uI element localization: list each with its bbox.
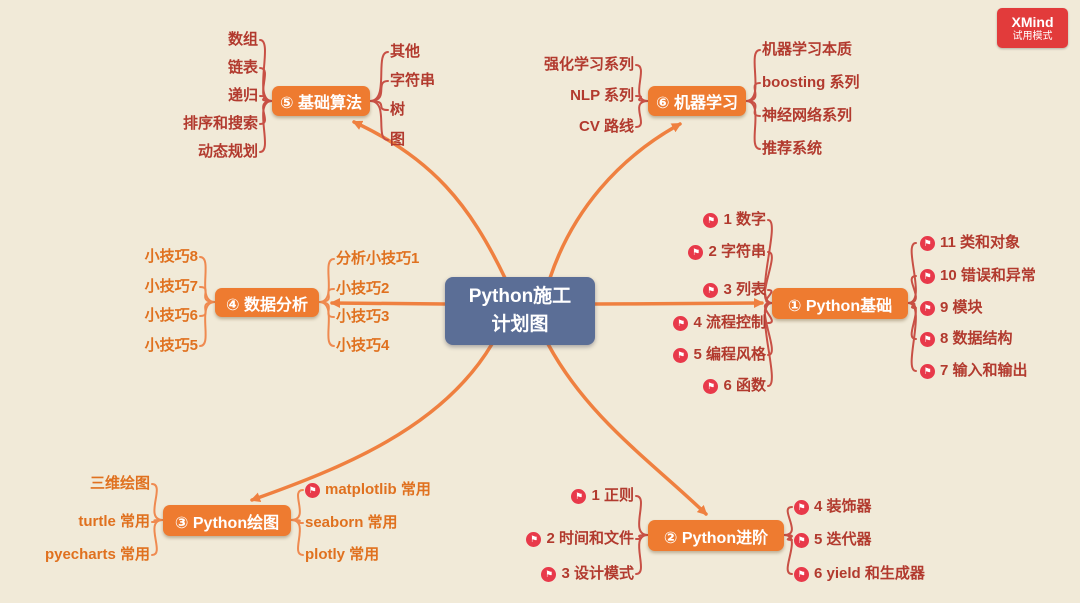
- flag-icon: ⚑: [703, 212, 719, 228]
- flag-icon: ⚑: [541, 566, 557, 582]
- subtopic[interactable]: ⚑ 5 编程风格: [673, 345, 766, 365]
- subtopic-label: 2 时间和文件: [546, 530, 634, 547]
- subtopic[interactable]: ⚑ 6 yield 和生成器: [794, 564, 925, 584]
- subtopic[interactable]: ⚑ 10 错误和异常: [920, 266, 1036, 286]
- subtopic-label: 3 列表: [723, 281, 766, 298]
- flag-icon: ⚑: [703, 378, 719, 394]
- orange-subtopic-lines: [151, 256, 335, 556]
- subtopic[interactable]: ⚑ 7 输入和输出: [920, 361, 1028, 381]
- flag-icon: ⚑: [920, 363, 935, 379]
- subtopic[interactable]: 递归: [227, 87, 258, 104]
- subtopic[interactable]: 三维绘图: [89, 475, 150, 492]
- subtopic[interactable]: 小技巧2: [336, 280, 390, 297]
- flag-icon: ⚑: [920, 331, 935, 347]
- flag-icon: ⚑: [920, 235, 935, 251]
- topic-python-basics[interactable]: ① Python基础: [772, 288, 908, 319]
- subtopic[interactable]: NLP 系列: [570, 87, 634, 104]
- flag-icon: ⚑: [673, 315, 689, 331]
- subtopic[interactable]: 小技巧5: [144, 337, 198, 354]
- subtopic[interactable]: 强化学习系列: [543, 56, 634, 73]
- subtopic[interactable]: ⚑ 6 函数: [703, 376, 766, 396]
- flag-icon: ⚑: [526, 531, 542, 547]
- flag-icon: ⚑: [920, 268, 935, 284]
- xmind-trial-badge[interactable]: XMind 试用模式: [997, 8, 1068, 48]
- flag-icon: ⚑: [688, 244, 704, 260]
- subtopic[interactable]: seaborn 常用: [305, 514, 398, 531]
- xmind-logo-text: XMind: [1011, 13, 1054, 30]
- main-branch-lines: [250, 120, 764, 516]
- subtopic[interactable]: 小技巧7: [144, 278, 198, 295]
- subtopic[interactable]: ⚑ matplotlib 常用: [305, 480, 431, 500]
- topic-basic-algorithms[interactable]: ⑤ 基础算法: [272, 86, 370, 116]
- subtopic[interactable]: ⚑ 3 设计模式: [541, 564, 634, 584]
- central-topic-line1: Python施工: [468, 286, 572, 308]
- flag-icon: ⚑: [703, 282, 719, 298]
- subtopic[interactable]: turtle 常用: [78, 513, 150, 530]
- subtopic[interactable]: ⚑ 1 数字: [703, 210, 766, 230]
- subtopic[interactable]: 排序和搜索: [182, 115, 258, 132]
- subtopic[interactable]: 链表: [227, 59, 258, 76]
- subtopic[interactable]: 神经网络系列: [762, 107, 853, 124]
- subtopic[interactable]: ⚑ 2 字符串: [688, 242, 766, 262]
- subtopic-label: 5 迭代器: [814, 531, 872, 548]
- flag-icon: ⚑: [305, 482, 320, 498]
- flag-icon: ⚑: [920, 300, 935, 316]
- subtopic-label: 4 流程控制: [693, 314, 766, 331]
- subtopic[interactable]: 其他: [390, 43, 421, 60]
- subtopic[interactable]: 小技巧4: [336, 337, 390, 354]
- subtopic[interactable]: 数组: [227, 31, 258, 48]
- subtopic-label: 10 错误和异常: [940, 267, 1036, 284]
- subtopic[interactable]: ⚑ 4 装饰器: [794, 497, 872, 517]
- subtopic[interactable]: 图: [390, 131, 406, 148]
- subtopic-label: matplotlib 常用: [325, 481, 431, 498]
- trial-mode-label: 试用模式: [1012, 30, 1053, 42]
- subtopic-label: 1 数字: [723, 211, 766, 228]
- central-topic-line2: 计划图: [491, 314, 549, 335]
- subtopic[interactable]: ⚑ 1 正则: [571, 486, 634, 506]
- subtopic[interactable]: ⚑ 5 迭代器: [794, 530, 872, 550]
- subtopic[interactable]: 字符串: [390, 72, 436, 89]
- subtopic[interactable]: 分析小技巧1: [336, 250, 420, 267]
- topic-python-advanced[interactable]: ② Python进阶: [648, 520, 784, 551]
- subtopic-label: 6 yield 和生成器: [814, 565, 925, 582]
- subtopic[interactable]: ⚑ 3 列表: [703, 280, 766, 300]
- topic-data-analysis[interactable]: ④ 数据分析: [215, 288, 319, 317]
- subtopic[interactable]: 小技巧8: [144, 248, 198, 265]
- subtopic[interactable]: 动态规划: [197, 143, 258, 160]
- subtopic[interactable]: 小技巧3: [336, 308, 390, 325]
- subtopic[interactable]: ⚑ 9 模块: [920, 298, 983, 318]
- subtopic[interactable]: 小技巧6: [144, 307, 198, 324]
- subtopic[interactable]: pyecharts 常用: [44, 546, 150, 563]
- subtopic-label: 2 字符串: [708, 243, 766, 260]
- flag-icon: ⚑: [794, 532, 809, 548]
- subtopic-label: 1 正则: [591, 487, 634, 504]
- flag-icon: ⚑: [794, 499, 809, 515]
- topic-machine-learning[interactable]: ⑥ 机器学习: [648, 86, 746, 116]
- subtopic[interactable]: CV 路线: [578, 118, 634, 135]
- subtopic-label: 3 设计模式: [561, 565, 634, 582]
- topic-python-drawing[interactable]: ③ Python绘图: [163, 505, 291, 536]
- flag-icon: ⚑: [794, 566, 809, 582]
- subtopic[interactable]: boosting 系列: [762, 74, 860, 91]
- subtopic-label: 9 模块: [940, 299, 983, 316]
- subtopic[interactable]: 树: [390, 101, 406, 118]
- flag-icon: ⚑: [571, 488, 587, 504]
- subtopic-label: 4 装饰器: [814, 498, 872, 515]
- subtopic[interactable]: 推荐系统: [762, 140, 823, 157]
- subtopic[interactable]: ⚑ 2 时间和文件: [526, 529, 634, 549]
- central-topic[interactable]: Python施工 计划图: [445, 277, 595, 345]
- subtopic[interactable]: 机器学习本质: [762, 41, 853, 58]
- subtopic[interactable]: ⚑ 11 类和对象: [920, 233, 1020, 253]
- subtopic[interactable]: ⚑ 4 流程控制: [673, 313, 766, 333]
- subtopic-label: 5 编程风格: [693, 346, 766, 363]
- subtopic-label: 11 类和对象: [940, 234, 1021, 251]
- subtopic-label: 8 数据结构: [940, 330, 1013, 347]
- subtopic-label: 6 函数: [723, 377, 766, 394]
- red-subtopic-lines: [259, 39, 917, 575]
- subtopic[interactable]: ⚑ 8 数据结构: [920, 329, 1013, 349]
- subtopic[interactable]: plotly 常用: [305, 546, 380, 563]
- flag-icon: ⚑: [673, 347, 689, 363]
- subtopic-label: 7 输入和输出: [940, 362, 1028, 379]
